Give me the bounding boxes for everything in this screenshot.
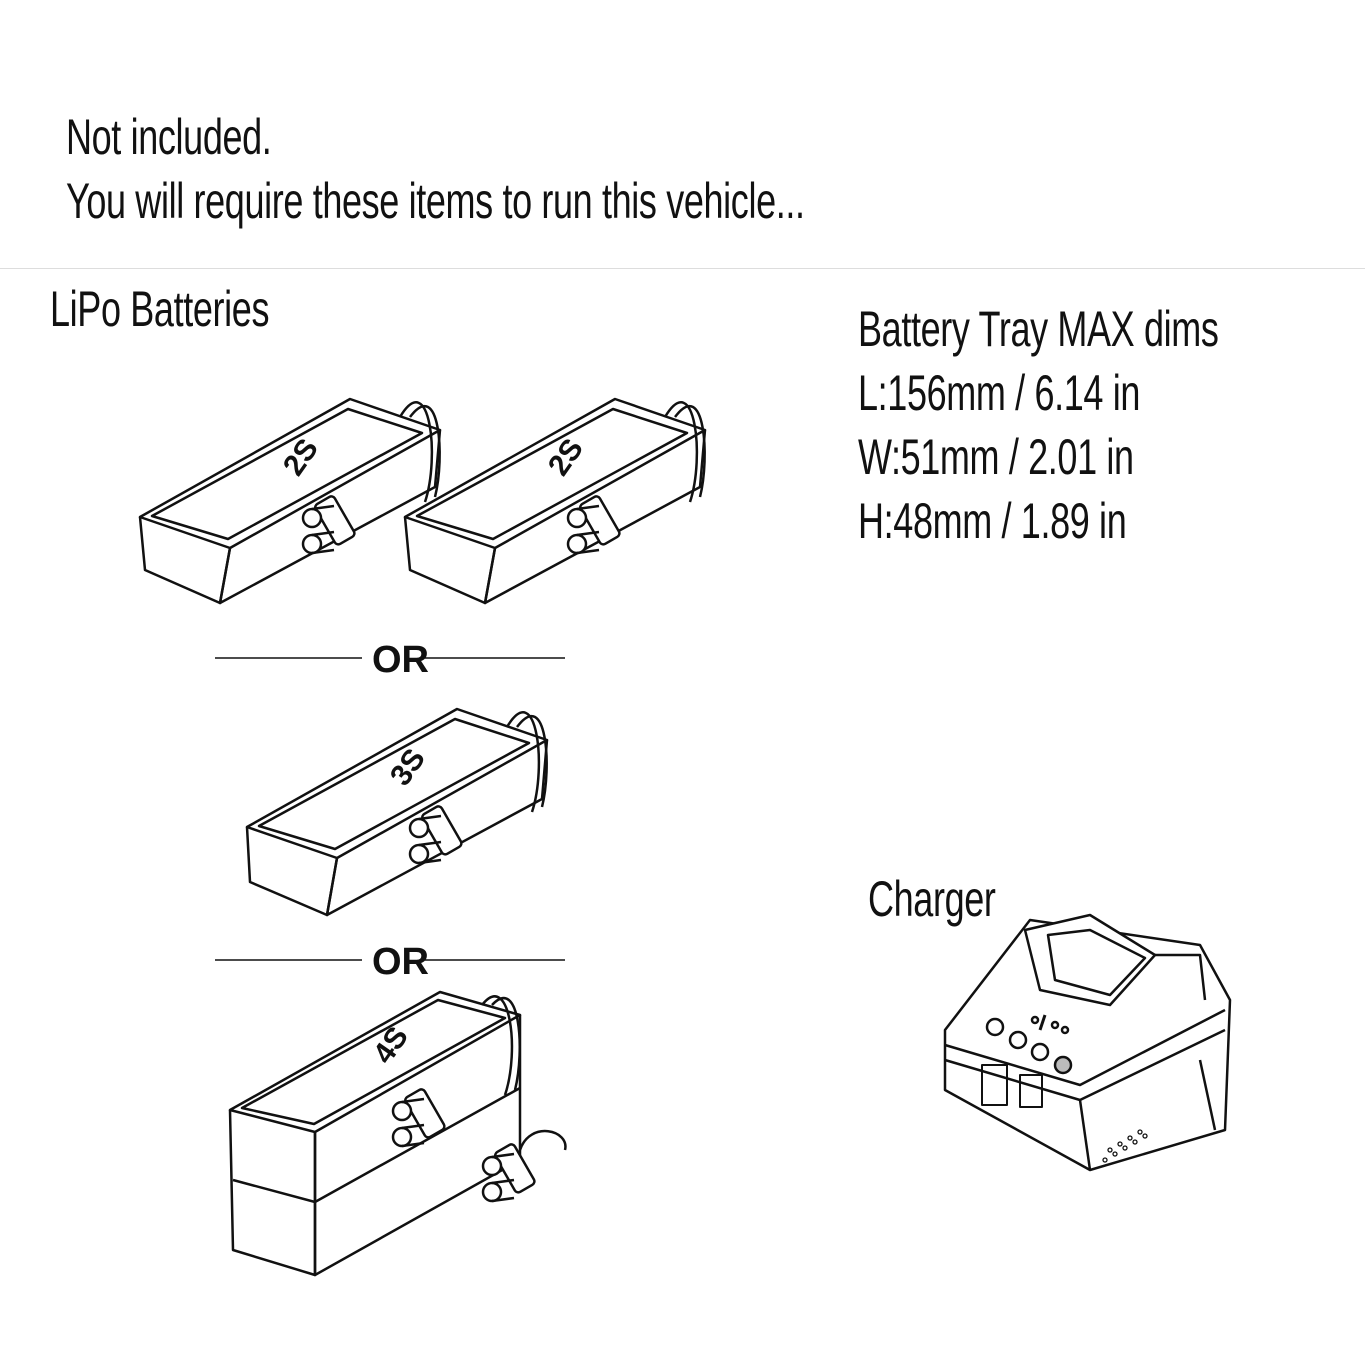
battery-3s: 3S	[245, 707, 549, 917]
tray-title: Battery Tray MAX dims	[858, 301, 1219, 357]
battery-2s-2: 2S	[403, 397, 707, 605]
battery-tray-dims: Battery Tray MAX dims L:156mm / 6.14 in …	[858, 297, 1219, 553]
svg-text:OR: OR	[372, 639, 429, 681]
spare-connector	[481, 1130, 567, 1203]
requirement-text: You will require these items to run this…	[66, 173, 805, 229]
lipo-batteries-title: LiPo Batteries	[50, 281, 270, 337]
divider	[0, 268, 1365, 269]
tray-width: W:51mm / 2.01 in	[858, 429, 1134, 485]
or-separator-2: OR	[215, 941, 565, 983]
charger-illustration	[943, 913, 1232, 1172]
tray-length: L:156mm / 6.14 in	[858, 365, 1141, 421]
or-separator-1: OR	[215, 639, 565, 681]
tray-height: H:48mm / 1.89 in	[858, 493, 1127, 549]
battery-4s: 4S	[228, 990, 522, 1277]
charger-title: Charger	[868, 871, 996, 927]
not-included-heading: Not included.	[66, 109, 272, 165]
battery-2s-1: 2S	[138, 397, 442, 605]
svg-text:OR: OR	[372, 941, 429, 983]
